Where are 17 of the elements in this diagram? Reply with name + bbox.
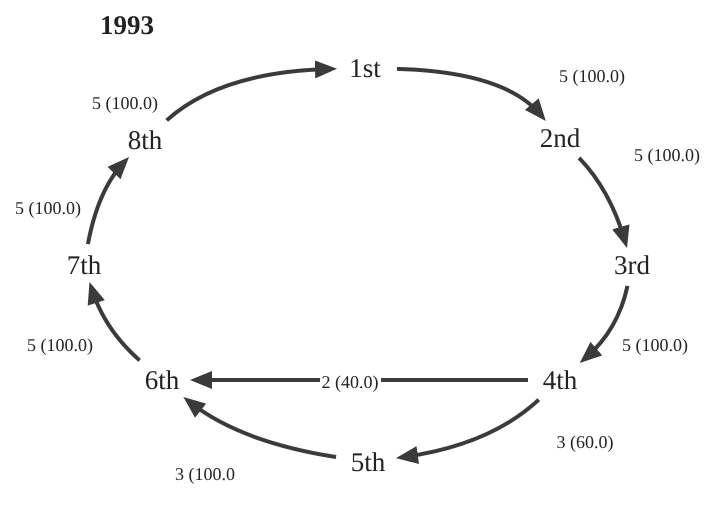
arrow <box>396 66 546 121</box>
stage-label: 6th <box>134 363 190 397</box>
arrow <box>396 398 540 464</box>
arrow <box>88 282 141 362</box>
stage-label: 1st <box>337 51 393 85</box>
stage-label: 5th <box>340 445 396 479</box>
arrow <box>183 397 336 459</box>
arrow <box>165 60 337 122</box>
arrow <box>580 285 630 364</box>
stage-label: 4th <box>532 363 588 397</box>
arrow <box>578 156 630 248</box>
diagram-title: 1993 <box>100 10 154 41</box>
arrow <box>86 156 129 244</box>
stage-label: 7th <box>56 248 112 282</box>
stage-label: 3rd <box>604 248 660 282</box>
stage-label: 8th <box>117 123 173 157</box>
stage-label: 2nd <box>532 121 588 155</box>
